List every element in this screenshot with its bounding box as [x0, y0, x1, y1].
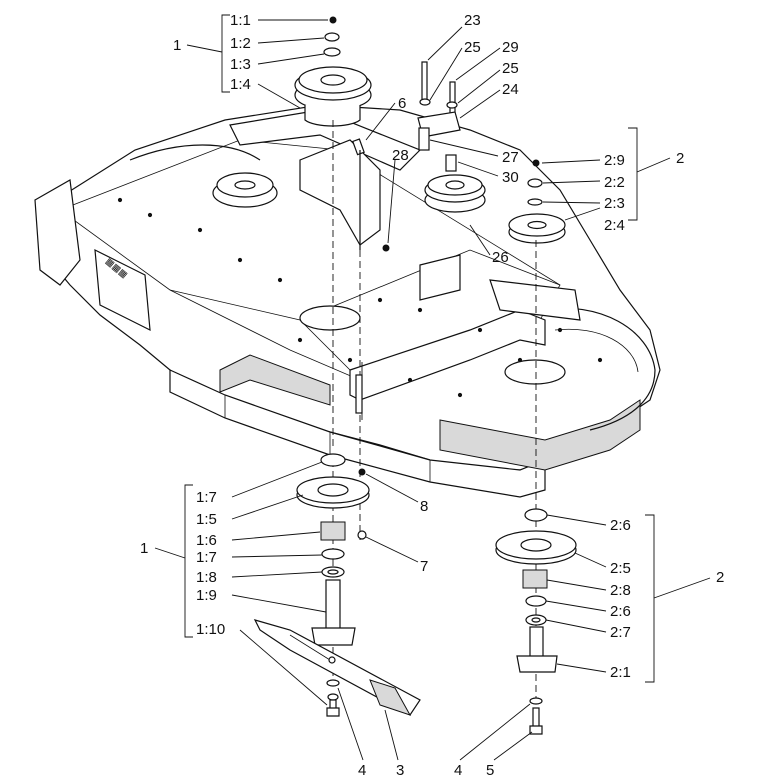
- callout-1-3: 1:3: [230, 56, 251, 73]
- callout-2-6-b: 2:6: [610, 603, 631, 620]
- callout-1-7-a: 1:7: [196, 489, 217, 506]
- callout-2-2: 2:2: [604, 174, 625, 191]
- callout-26: 26: [492, 249, 509, 266]
- callout-2-6-a: 2:6: [610, 517, 631, 534]
- spindle-pulley-left: [294, 16, 372, 127]
- spindle-pulley-right: [508, 159, 566, 244]
- callout-27: 27: [502, 149, 519, 166]
- callout-2-4: 2:4: [604, 217, 625, 234]
- callout-1-9: 1:9: [196, 587, 217, 604]
- callout-25-b: 25: [502, 60, 519, 77]
- spindle-housing-right: [495, 508, 577, 735]
- callout-2-3: 2:3: [604, 195, 625, 212]
- callout-2-8: 2:8: [610, 582, 631, 599]
- callout-group-2-bottom: 2: [716, 569, 724, 586]
- callout-2-5: 2:5: [610, 560, 631, 577]
- callout-1-4: 1:4: [230, 76, 251, 93]
- deck-rivets: [117, 197, 603, 398]
- callout-28: 28: [392, 147, 409, 164]
- callout-group-1-top: 1: [173, 37, 181, 54]
- callout-8: 8: [420, 498, 428, 515]
- idler-pulley-assembly: [352, 61, 486, 252]
- callout-2-7: 2:7: [610, 624, 631, 641]
- callout-1-1: 1:1: [230, 12, 251, 29]
- blade-bolt-left: [326, 679, 340, 717]
- callout-2-9: 2:9: [604, 152, 625, 169]
- callout-1-2: 1:2: [230, 35, 251, 52]
- callout-5: 5: [486, 762, 494, 779]
- callout-25-a: 25: [464, 39, 481, 56]
- mower-deck-housing: ▦▦▦: [34, 104, 661, 498]
- callout-2-1: 2:1: [610, 664, 631, 681]
- callout-29: 29: [502, 39, 519, 56]
- callout-4-right: 4: [454, 762, 462, 779]
- callout-23: 23: [464, 12, 481, 29]
- callout-1-10: 1:10: [196, 621, 225, 638]
- callout-group-2-top: 2: [676, 150, 684, 167]
- callout-1-7-b: 1:7: [196, 549, 217, 566]
- callout-6: 6: [398, 95, 406, 112]
- callout-1-8: 1:8: [196, 569, 217, 586]
- callout-24: 24: [502, 81, 519, 98]
- mower-blade: [253, 619, 421, 716]
- callout-30: 30: [502, 169, 519, 186]
- callout-4-left: 4: [358, 762, 366, 779]
- spindle-housing-left: [296, 362, 370, 646]
- callout-group-1-bottom: 1: [140, 540, 148, 557]
- callout-labels: 1 1:1 1:2 1:3 1:4 23 25 29 25 24 27 30 2…: [140, 12, 724, 779]
- callout-7: 7: [420, 558, 428, 575]
- callout-1-6: 1:6: [196, 532, 217, 549]
- leader-lines: [154, 14, 711, 761]
- callout-3: 3: [396, 762, 404, 779]
- callout-1-5: 1:5: [196, 511, 217, 528]
